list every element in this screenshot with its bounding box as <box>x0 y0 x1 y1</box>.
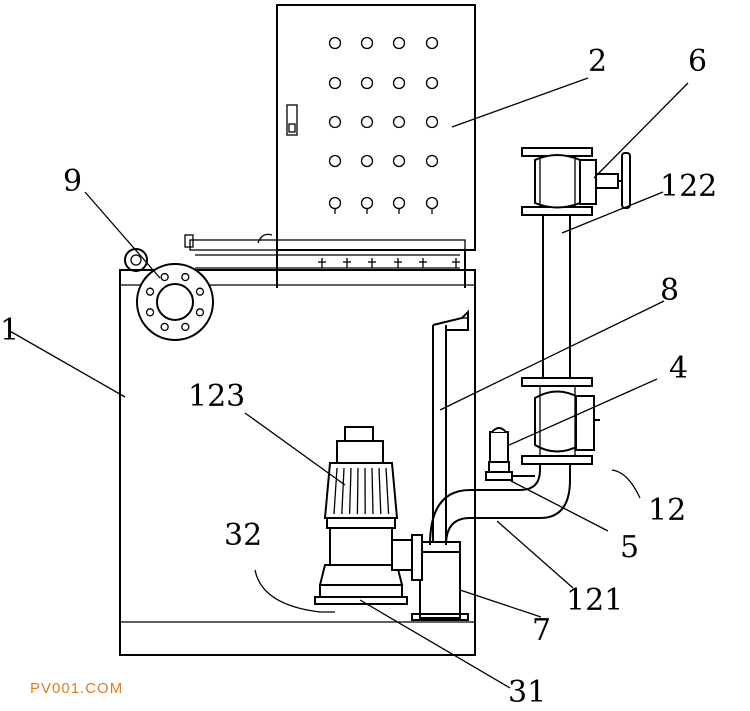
watermark: PV001.COM <box>30 680 123 697</box>
submersible-pump <box>314 426 461 605</box>
label-6: 6 <box>688 44 707 79</box>
label-123: 123 <box>188 379 245 414</box>
vertical-pipe <box>542 215 571 378</box>
leader-12 <box>611 469 641 499</box>
indicator-lamp-grid <box>328 36 439 214</box>
inlet-flange <box>124 248 214 341</box>
label-2: 2 <box>588 44 607 79</box>
label-5: 5 <box>620 530 639 565</box>
label-122: 122 <box>660 169 717 204</box>
label-7: 7 <box>532 613 551 648</box>
label-12: 12 <box>648 493 686 528</box>
part-labels: 1 2 4 5 6 7 8 9 12 121 122 123 31 32 <box>0 44 717 710</box>
label-9: 9 <box>63 164 82 199</box>
leader-32 <box>254 569 335 613</box>
label-31: 31 <box>508 675 546 710</box>
label-1: 1 <box>0 313 19 348</box>
upper-gate-valve <box>521 147 631 216</box>
label-8: 8 <box>660 273 679 308</box>
rail-bolts <box>318 258 460 268</box>
outlet-pipe <box>429 427 571 546</box>
lower-gate-valve <box>521 377 600 465</box>
control-cabinet <box>184 4 476 288</box>
label-32: 32 <box>224 518 262 553</box>
label-4: 4 <box>669 351 688 386</box>
leader-lines <box>7 77 689 689</box>
label-121: 121 <box>566 583 623 618</box>
riser-pipe <box>432 309 469 545</box>
